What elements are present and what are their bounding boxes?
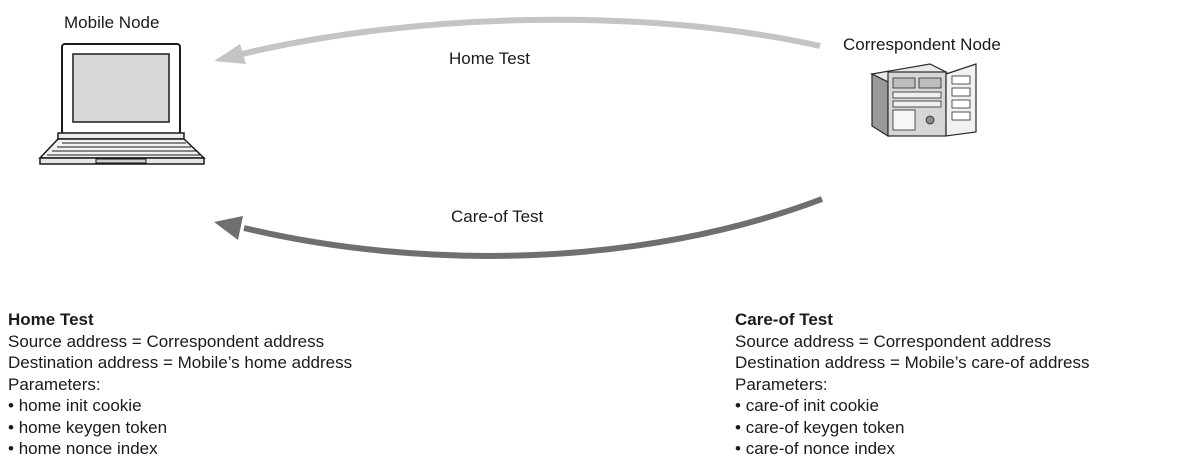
correspondent-node-label: Correspondent Node (843, 35, 1001, 54)
careof-test-arrow-label: Care-of Test (451, 207, 544, 226)
home-test-parameters-label: Parameters: (8, 374, 101, 394)
home-test-arrow-label: Home Test (449, 49, 530, 68)
careof-test-arrow (214, 196, 824, 259)
mobile-node-label: Mobile Node (64, 13, 160, 32)
server-icon (870, 63, 977, 138)
careof-test-params-list: care-of init cookie care-of keygen token… (735, 395, 1090, 460)
list-item: care-of keygen token (735, 417, 1090, 439)
home-test-params-list: home init cookie home keygen token home … (8, 395, 352, 460)
laptop-icon (38, 43, 206, 165)
careof-test-destination: Destination address = Mobile’s care-of a… (735, 353, 1090, 372)
list-item: care-of init cookie (735, 395, 1090, 417)
list-item: care-of nonce index (735, 438, 1090, 460)
careof-test-parameters-label: Parameters: (735, 374, 828, 394)
list-item: home nonce index (8, 438, 352, 460)
home-test-details: Home Test Source address = Correspondent… (8, 309, 352, 460)
careof-test-source: Source address = Correspondent address (735, 331, 1052, 351)
home-test-destination: Destination address = Mobile’s home addr… (8, 353, 353, 372)
home-test-arrow (214, 16, 821, 64)
home-test-source: Source address = Correspondent address (8, 331, 325, 351)
careof-test-details: Care-of Test Source address = Correspond… (735, 309, 1090, 460)
careof-test-title: Care-of Test (735, 310, 833, 329)
list-item: home keygen token (8, 417, 352, 439)
list-item: home init cookie (8, 395, 352, 417)
home-test-title: Home Test (8, 310, 94, 329)
